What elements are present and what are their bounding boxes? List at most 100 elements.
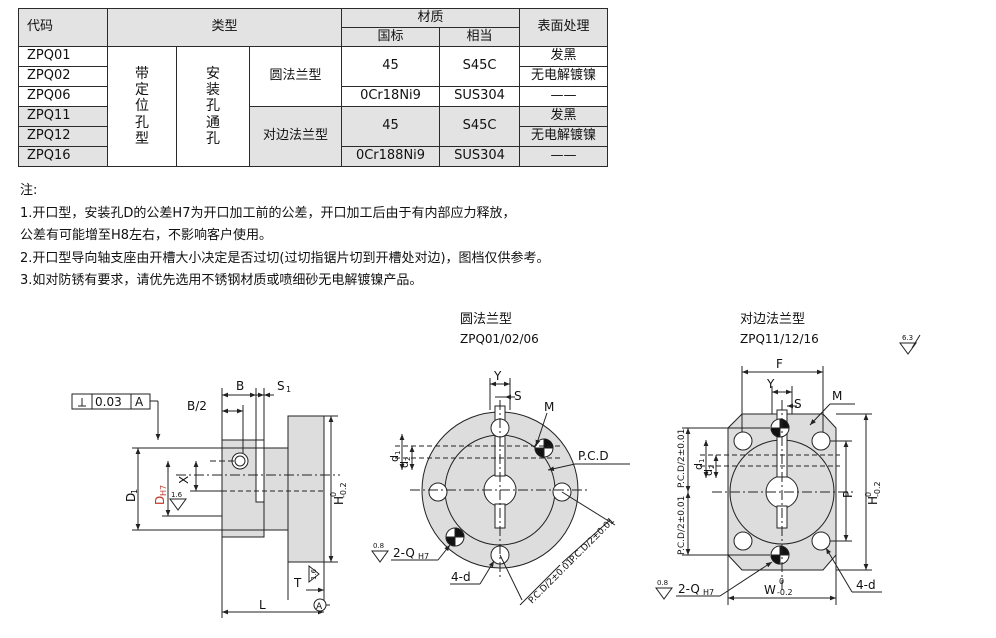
square-dim-Q-sub: H7 [703,588,714,597]
square-roughness-08: 0.8 [657,579,668,587]
header-row-2: 国标 相当 [19,27,608,47]
round-roughness-08: 0.8 [373,542,384,550]
round-codes: ZPQ01/02/06 [460,332,539,346]
round-flange-drawing: 圆法兰型 ZPQ01/02/06 Y [371,312,630,606]
type-char: 型 [135,130,149,147]
dim-T-label: T [293,576,302,590]
code-cell: ZPQ11 [18,106,108,127]
table-row: ZPQ12 无电解镀镍 [18,126,608,147]
dim-L-label: L [259,598,266,612]
round-dim-d1: d [388,455,401,462]
round-dim-Y: Y [493,369,502,383]
set-screw-hole [231,452,249,470]
round-dim-4d: 4-d [451,570,471,584]
square-roughness-63: 6.3 [902,334,913,342]
surface-cell: —— [519,146,608,167]
flange-plate [287,415,325,563]
header-material-equivalent: 相当 [439,27,520,47]
square-flange-drawing: 对边法兰型 ZPQ11/12/16 6.3 [655,312,921,605]
material-equivalent-cell: SUS304 [439,86,520,107]
dim-B2-label: B/2 [187,399,207,413]
square-dim-d2: d [702,469,715,476]
square-title: 对边法兰型 [740,312,805,327]
dim-DH7-sub: H7 [159,485,168,496]
header-code: 代码 [18,8,108,47]
square-dim-W: W [764,583,776,597]
flatness-value: 0.03 [95,395,122,409]
square-dim-W-tol-upper: 0 [779,577,784,586]
slot [255,439,265,503]
mount-hole [733,531,753,551]
side-view-drawing: 0.03 A B S 1 B/2 [71,379,348,618]
dim-S1-sub: 1 [286,385,291,394]
square-dim-pcd-half-b: P.C.D/2±0.01 [677,496,687,555]
mount-hole [428,482,448,502]
material-equivalent-cell: S45C [439,46,520,87]
type-char: 安 [206,66,220,83]
material-cell: 0Cr188Ni9 [341,146,440,167]
square-codes: ZPQ11/12/16 [740,332,819,346]
neck [263,447,289,531]
round-dim-pcd-half-b: P.C.D/2±0.01 [568,516,617,565]
datum-circle-label: A [316,602,323,612]
square-dim-4d: 4-d [856,578,876,592]
square-dim-pcd-half-a: P.C.D/2±0.01 [677,429,687,488]
material-equivalent-cell: S45C [439,106,520,147]
square-dim-Q: 2-Q [678,582,700,596]
dim-B-label: B [236,379,244,393]
type-char: 定 [135,82,149,99]
square-dim-d2-sub: 2 [708,465,716,469]
square-dim-S: S [794,397,802,411]
table-row: ZPQ16 0Cr188Ni9 SUS304 —— [18,146,608,167]
mount-hole [733,431,753,451]
square-dim-d1: d [692,463,705,470]
round-dim-Q: 2-Q [393,546,415,560]
header-material-standard: 国标 [341,27,440,47]
type-char: 孔 [206,130,220,147]
table-row: ZPQ11 对边法兰型 45 S45C 发黑 [18,106,608,167]
dim-H-tol-lower: -0.2 [339,482,348,498]
dim-D1-label: D [124,493,138,502]
type-char: 装 [206,82,220,99]
type-char: 孔 [135,114,149,131]
spec-table: 代码 类型 材质 表面处理 国标 相当 ZPQ01 带 定 位 孔 型 安 装 … [18,8,608,167]
header-row: 代码 类型 材质 表面处理 [18,8,608,47]
square-dim-H: H [866,496,880,505]
roughness-16: 1.6 [171,491,183,499]
header-type: 类型 [107,8,342,47]
mount-hole [811,531,831,551]
dim-H-tol-upper: 0 [329,492,338,497]
dim-D1-sub: 1 [130,489,139,494]
dowel-hole [770,418,790,438]
dim-H-label: H [332,496,346,505]
type-mounting-cell: 安 装 孔 通 孔 [176,46,250,167]
round-dim-d2: d [398,461,411,468]
round-dim-pcd-half-a: P.C.D/2±0.01 [527,557,576,606]
type-char: 孔 [206,98,220,115]
dowel-hole [445,527,465,547]
code-cell: ZPQ16 [18,146,108,167]
perp-value: 1.6 [310,568,318,580]
type-char: 通 [206,114,220,131]
notes-title: 注: [20,183,38,198]
flatness-datum: A [135,395,144,409]
dim-DH7-label: D [153,496,167,505]
round-dim-S: S [514,389,522,403]
square-dim-Y: Y [766,377,775,391]
type-char: 带 [135,66,149,83]
round-title: 圆法兰型 [460,312,512,327]
square-dim-d1-sub: 1 [698,459,706,463]
header-surface: 表面处理 [519,8,608,47]
square-dim-H-tol-upper: 0 [864,492,873,497]
square-dim-M: M [832,389,842,403]
dim-S1-label: S [277,379,285,393]
flange-round-cell: 圆法兰型 [249,46,342,107]
dowel-hole [770,545,790,565]
square-dim-P: P [841,491,855,498]
surface-cell: 发黑 [519,106,608,127]
table-row: ZPQ06 0Cr18Ni9 SUS304 —— [18,86,608,107]
code-cell: ZPQ12 [18,126,108,147]
square-dim-H-tol-lower: -0.2 [873,481,882,497]
notes: 注: 1.开口型，安装孔D的公差H7为开口加工前的公差，开口加工后由于有内部应力… [20,180,550,293]
